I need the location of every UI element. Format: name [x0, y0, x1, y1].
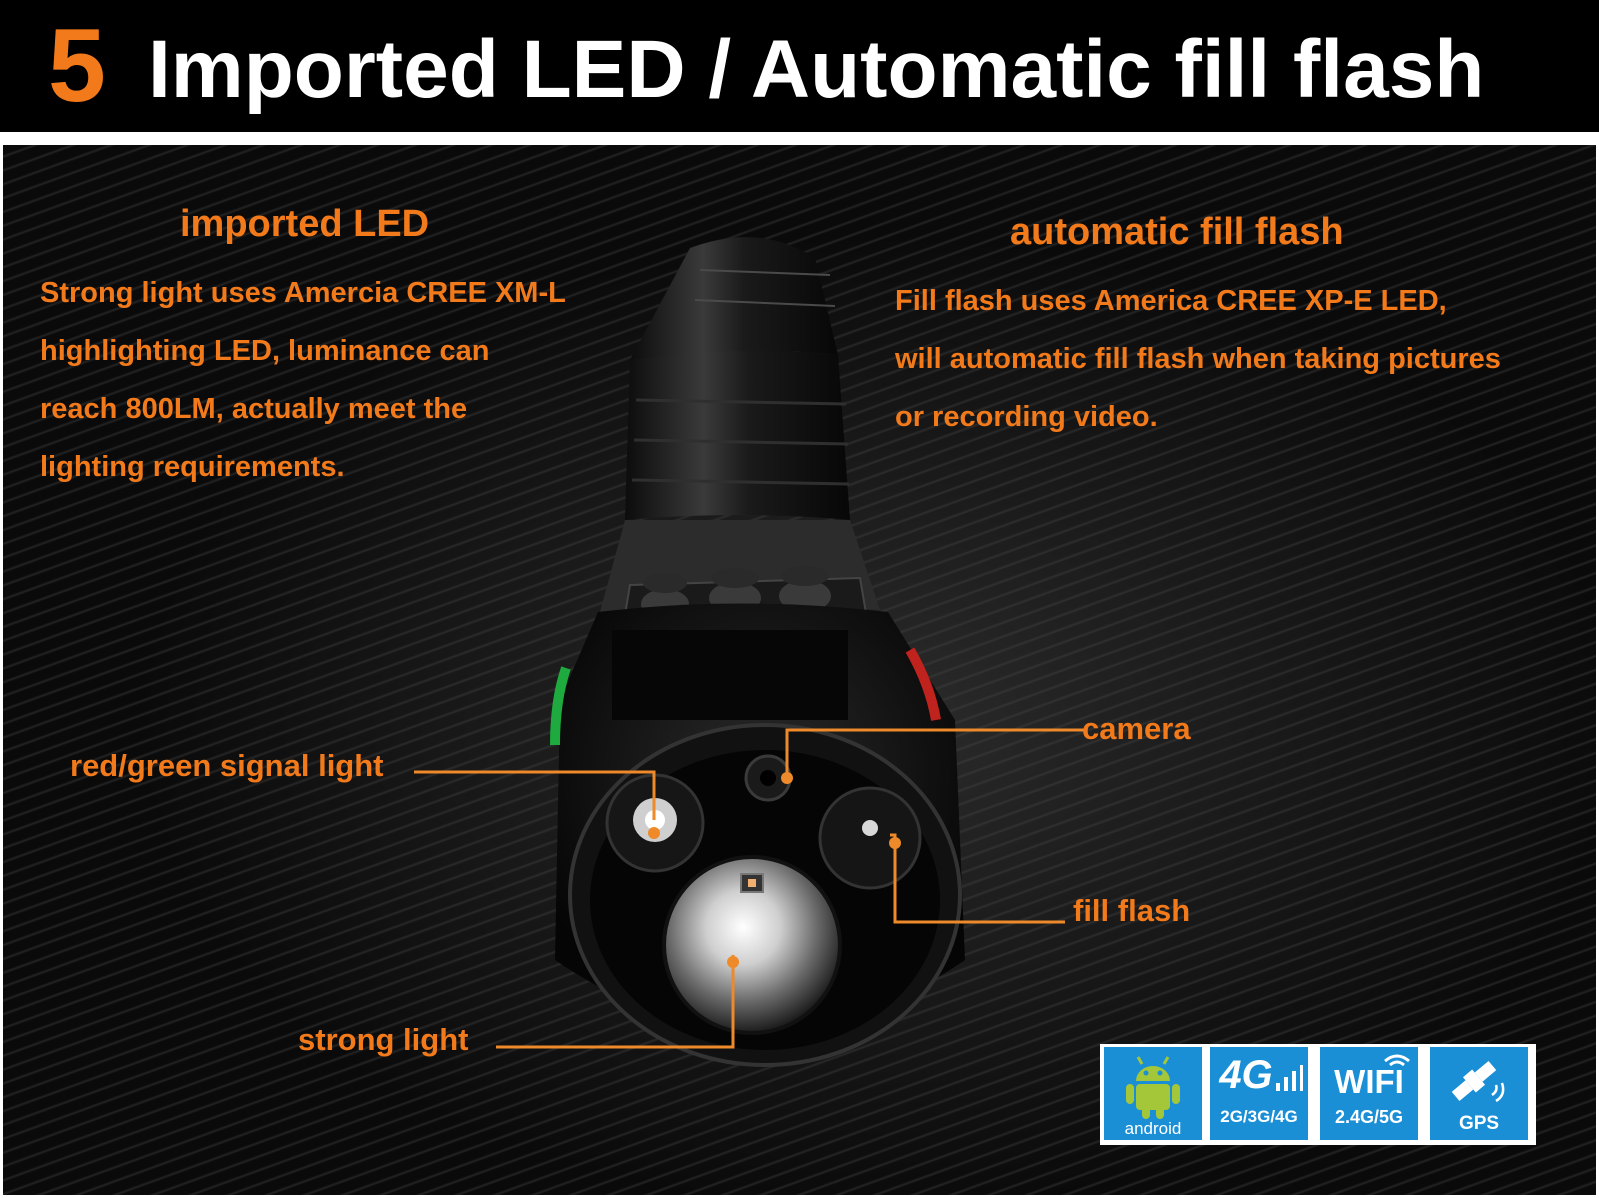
camera-callout-dot — [781, 772, 793, 784]
fill-flash-heading: automatic fill flash — [1010, 211, 1344, 253]
camera-label: camera — [1082, 711, 1191, 746]
fill-flash-label: fill flash — [1073, 893, 1191, 928]
strong-light-callout-dot — [727, 956, 739, 968]
signal-callout-line — [414, 770, 656, 820]
gps-badge: GPS — [1430, 1047, 1528, 1140]
android-icon — [1126, 1056, 1180, 1119]
imported-led-line-1: Strong light uses Amercia CREE XM-L — [40, 277, 566, 309]
flashlight-tail-cap — [630, 237, 838, 360]
camera-lens — [744, 754, 792, 802]
flashlight-illustration — [414, 237, 1085, 1067]
wifi-badge-label: 2.4G/5G — [1334, 1107, 1404, 1127]
fill-flash-lens — [818, 786, 922, 890]
4g-badge: 4G 2G/3G/4G — [1210, 1047, 1308, 1140]
feature-badges: android 4G 2G/3G/4G WIFI 2.4G/5G GP — [1100, 1044, 1536, 1145]
fill-flash-callout-line — [890, 833, 1065, 924]
camera-callout-line — [785, 728, 1085, 778]
wifi-badge-title: WIFI — [1334, 1063, 1404, 1100]
android-badge-label: android — [1124, 1119, 1182, 1138]
fill-flash-line-3: or recording video. — [895, 401, 1158, 433]
red-signal-strip — [905, 647, 941, 721]
fill-flash-line-2: will automatic fill flash when taking pi… — [895, 343, 1501, 375]
product-panel — [3, 145, 1596, 1195]
signal-light-label: red/green signal light — [70, 748, 384, 783]
imported-led-line-3: reach 800LM, actually meet the — [40, 393, 468, 425]
android-badge: android — [1104, 1047, 1202, 1140]
signal-callout-dot — [648, 827, 660, 839]
strong-light-label: strong light — [298, 1022, 469, 1057]
imported-led-line-2: highlighting LED, luminance can — [40, 335, 490, 367]
wifi-badge: WIFI 2.4G/5G — [1320, 1047, 1418, 1140]
page-title: Imported LED / Automatic fill flash — [148, 24, 1485, 115]
strong-light-reflector — [662, 855, 842, 1035]
gps-satellite-icon — [1451, 1060, 1505, 1103]
wifi-icon — [1384, 1054, 1410, 1067]
gps-badge-label: GPS — [1458, 1113, 1500, 1134]
imported-led-line-4: lighting requirements. — [40, 451, 345, 483]
imported-led-description: Strong light uses Amercia CREE XM-L high… — [40, 264, 566, 496]
fill-flash-description: Fill flash uses America CREE XP-E LED, w… — [895, 272, 1501, 446]
section-number: 5 — [48, 8, 106, 124]
fill-flash-line-1: Fill flash uses America CREE XP-E LED, — [895, 285, 1447, 317]
imported-led-heading: imported LED — [180, 203, 430, 245]
strong-light-callout-line — [496, 955, 735, 1049]
4g-badge-title: 4G — [1219, 1053, 1273, 1097]
4g-badge-label: 2G/3G/4G — [1220, 1107, 1298, 1126]
callout-lines — [414, 728, 1085, 1049]
green-signal-strip — [550, 666, 571, 746]
title-banner: 5 Imported LED / Automatic fill flash — [0, 0, 1599, 132]
signal-4g-icon — [1276, 1065, 1303, 1091]
fill-flash-callout-dot — [889, 837, 901, 849]
